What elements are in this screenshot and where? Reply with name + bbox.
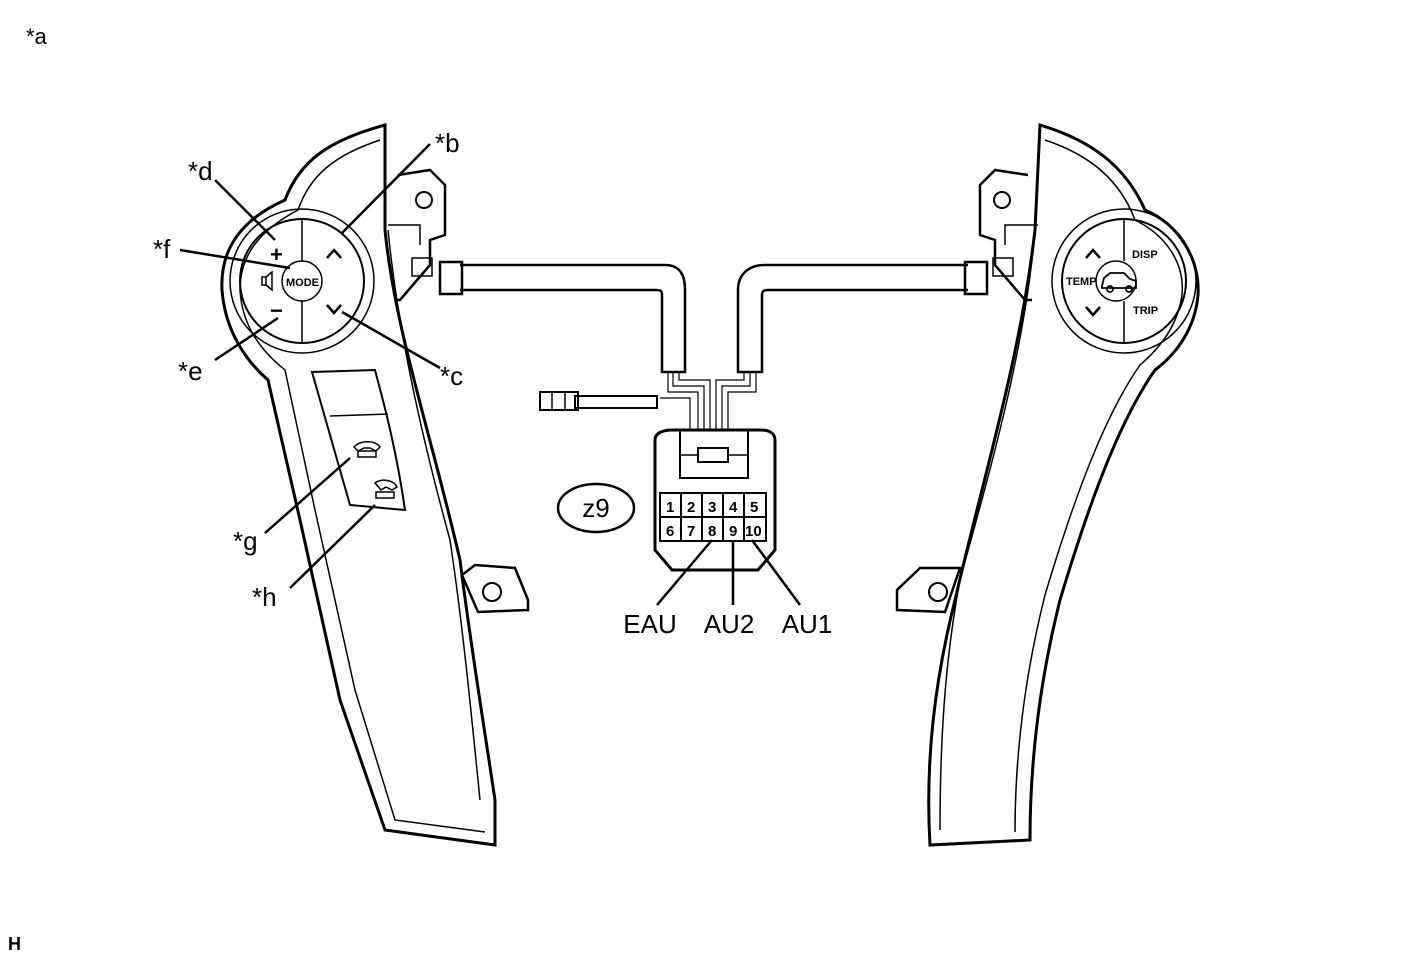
right-housing-outline <box>927 123 1200 847</box>
corner-mark: H <box>8 934 21 954</box>
left-control-ring <box>229 208 375 354</box>
pin-1: 1 <box>666 499 674 516</box>
left-switch-assembly <box>220 123 530 847</box>
pin-6: 6 <box>666 523 674 540</box>
pin-9: 9 <box>729 523 737 540</box>
connector-z9 <box>653 428 777 572</box>
phone-on-hook-icon <box>352 441 381 458</box>
pin-7: 7 <box>687 523 695 540</box>
terminal-leaders <box>656 539 802 606</box>
callout-h: *h <box>252 582 277 612</box>
pin-4: 4 <box>729 499 738 516</box>
right-cable <box>736 263 968 374</box>
right-switch-assembly <box>895 123 1200 847</box>
pin-5: 5 <box>750 499 758 516</box>
terminal-au2: AU2 <box>704 609 755 639</box>
trip-label: TRIP <box>1133 305 1158 317</box>
callout-f-leader <box>179 248 291 270</box>
callout-g-leader <box>264 457 351 534</box>
left-cable <box>460 263 687 374</box>
plus-symbol: + <box>270 242 283 267</box>
callout-c: *c <box>440 361 463 391</box>
figure-label: *a <box>26 24 48 49</box>
pin-8: 8 <box>708 523 716 540</box>
callout-f: *f <box>153 234 171 264</box>
right-down-chevron-icon <box>1085 306 1101 317</box>
car-icon <box>1101 272 1137 293</box>
down-chevron-icon <box>326 304 342 315</box>
callout-e: *e <box>178 356 203 386</box>
callout-e-leader <box>214 316 279 362</box>
right-center-button <box>1095 260 1137 302</box>
phone-off-hook-icon <box>373 479 398 499</box>
left-top-mount <box>395 168 447 302</box>
left-housing-inner-edge <box>387 229 481 801</box>
disp-label: DISP <box>1132 249 1158 261</box>
connector-housing <box>653 428 777 572</box>
right-bottom-mount <box>895 566 962 614</box>
right-up-chevron-icon <box>1085 248 1101 259</box>
callout-d: *d <box>188 156 213 186</box>
speaker-icon <box>261 270 273 292</box>
callout-b-leader <box>341 143 431 234</box>
left-switch-labels: MODE + − <box>261 242 398 499</box>
left-housing-outline <box>220 123 497 847</box>
terminal-eau: EAU <box>623 609 676 639</box>
right-control-ring <box>1051 208 1197 354</box>
connector-id-ellipse <box>556 482 636 534</box>
right-top-mount <box>978 168 1032 302</box>
left-bottom-mount <box>460 563 530 614</box>
left-housing-inner <box>239 139 486 833</box>
pin-numbers: 1 2 3 4 5 6 7 8 9 10 <box>666 499 762 540</box>
ground-terminal <box>539 391 579 411</box>
callout-c-leader <box>341 310 441 370</box>
wire-harness <box>438 260 989 430</box>
terminal-au1: AU1 <box>782 609 833 639</box>
temp-label: TEMP <box>1066 276 1097 288</box>
left-callouts <box>179 143 441 589</box>
mode-label: MODE <box>286 277 319 289</box>
up-chevron-icon <box>326 248 342 259</box>
right-housing-inner <box>1014 139 1184 833</box>
minus-symbol: − <box>270 298 283 323</box>
pin-2: 2 <box>687 499 695 516</box>
right-switch-labels: DISP TEMP TRIP <box>1066 248 1158 317</box>
callout-h-leader <box>289 504 376 589</box>
pin-10: 10 <box>745 523 762 540</box>
left-phone-panel <box>310 368 407 512</box>
pin-3: 3 <box>708 499 716 516</box>
callout-g: *g <box>233 526 258 556</box>
callout-b: *b <box>435 128 460 158</box>
connector-id: z9 <box>582 493 609 523</box>
callout-d-leader <box>214 179 276 241</box>
